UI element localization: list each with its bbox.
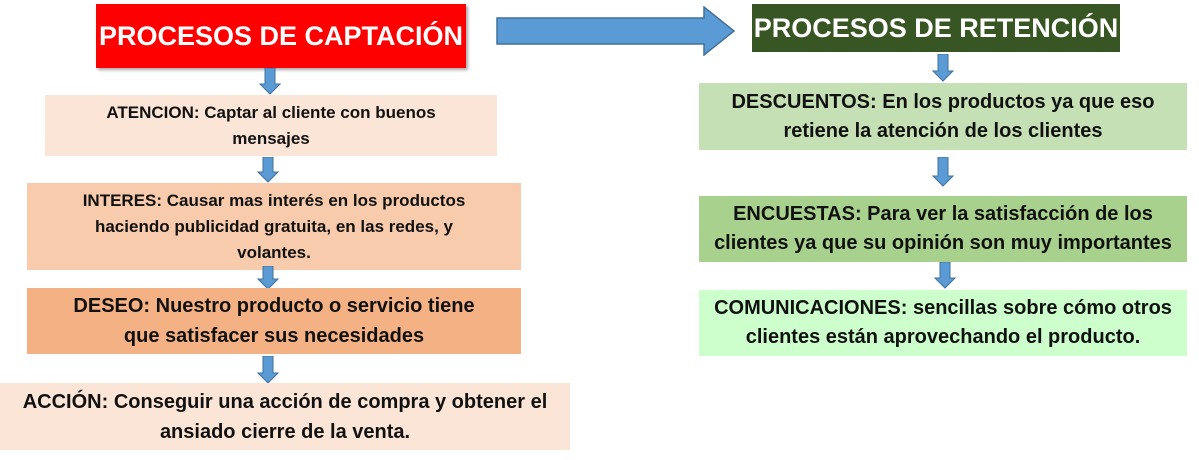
step-comunicaciones: COMUNICACIONES: sencillas sobre cómo otr… xyxy=(699,290,1187,356)
step-deseo: DESEO: Nuestro producto o servicio tiene… xyxy=(27,288,521,354)
down-arrow-icon xyxy=(932,54,954,82)
captacion-title: PROCESOS DE CAPTACIÓN xyxy=(96,4,466,68)
down-arrow-icon xyxy=(257,157,279,183)
step-atencion-text: ATENCION: Captar al cliente con buenos m… xyxy=(106,102,436,148)
step-atencion: ATENCION: Captar al cliente con buenos m… xyxy=(45,95,497,156)
step-comunicaciones-text: COMUNICACIONES: sencillas sobre cómo otr… xyxy=(714,297,1172,348)
step-descuentos-text: DESCUENTOS: En los productos ya que eso … xyxy=(731,90,1155,142)
down-arrow-icon xyxy=(257,356,279,384)
down-arrow-icon xyxy=(257,266,279,290)
down-arrow-icon xyxy=(932,157,954,187)
step-encuestas: ENCUESTAS: Para ver la satisfacción de l… xyxy=(699,196,1187,262)
down-arrow-icon xyxy=(259,68,281,95)
down-arrow-icon xyxy=(934,262,956,289)
retencion-title: PROCESOS DE RETENCIÓN xyxy=(752,4,1120,52)
step-descuentos: DESCUENTOS: En los productos ya que eso … xyxy=(699,83,1187,150)
step-interes: INTERES: Causar mas interés en los produ… xyxy=(27,183,521,270)
step-encuestas-text: ENCUESTAS: Para ver la satisfacción de l… xyxy=(714,203,1172,254)
step-deseo-text: DESEO: Nuestro producto o servicio tiene… xyxy=(73,295,475,347)
right-arrow-icon xyxy=(496,6,736,56)
step-accion-text: ACCIÓN: Conseguir una acción de compra y… xyxy=(22,390,548,443)
step-accion: ACCIÓN: Conseguir una acción de compra y… xyxy=(0,383,570,450)
step-interes-text: INTERES: Causar mas interés en los produ… xyxy=(82,190,466,262)
